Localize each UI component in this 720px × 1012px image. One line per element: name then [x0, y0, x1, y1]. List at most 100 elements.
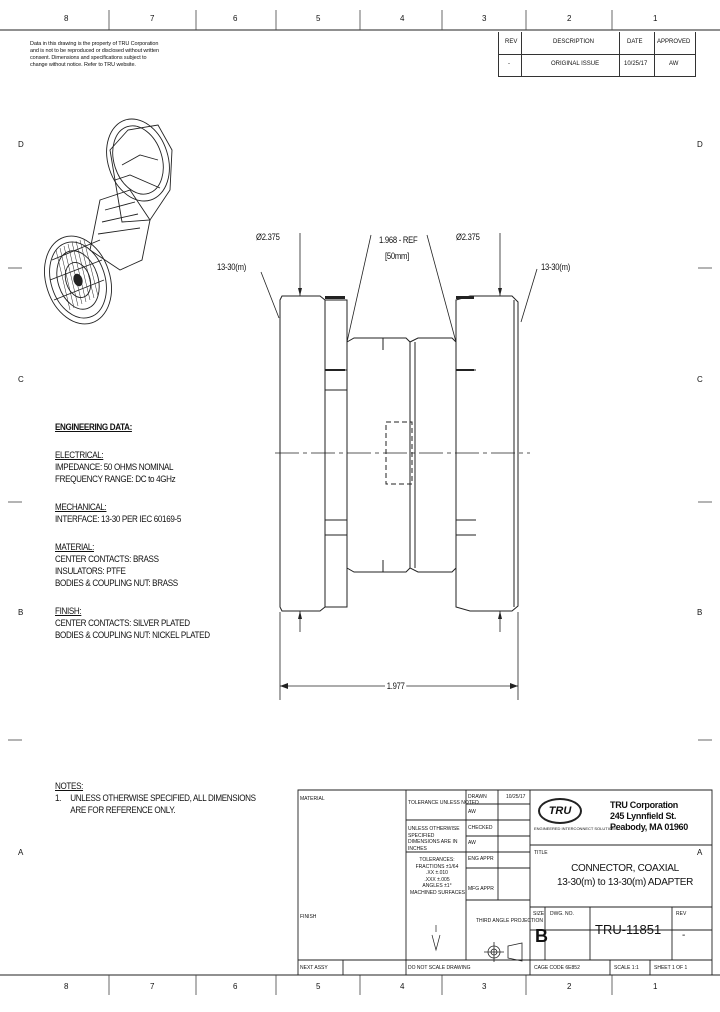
zone-row-a-right: A [697, 848, 703, 857]
bodies-finish: BODIES & COUPLING NUT: NICKEL PLATED [55, 630, 210, 641]
zone-col-6: 6 [233, 14, 238, 23]
tolerance-list: TOLERANCES: FRACTIONS ±1/64 .XX ±.010 .X… [410, 857, 466, 896]
notes-title: NOTES: [55, 781, 84, 792]
revision-block: REV DESCRIPTION DATE APPROVED - ORIGINAL… [498, 32, 696, 77]
connector-isometric-image [44, 118, 180, 325]
drawn-by: AW [468, 809, 476, 815]
notice-line: change without notice. Refer to TRU webs… [30, 62, 136, 68]
company-info: TRU Corporation 245 Lynnfield St. Peabod… [610, 800, 688, 833]
drawing-title-line-1: CONNECTOR, COAXIAL [571, 863, 679, 874]
dim-right-diameter: Ø2.375 [456, 232, 480, 242]
scale: SCALE 1:1 [614, 965, 639, 971]
tolerance-line: ANGLES ±1° [422, 883, 452, 889]
finish-label: FINISH [300, 914, 317, 920]
mfg-appr-label: MFG APPR [468, 886, 494, 892]
zone-row-c-right: C [697, 375, 703, 384]
dwg-no-label: DWG. NO. [550, 911, 574, 917]
material-label: MATERIAL [300, 796, 325, 802]
drawn-date: 10/25/17 [506, 794, 526, 800]
insulators: INSULATORS: PTFE [55, 566, 126, 577]
eng-appr-label: ENG APPR [468, 856, 494, 862]
frequency-range: FREQUENCY RANGE: DC to 4GHz [55, 474, 176, 485]
notice-line: Data in this drawing is the property of … [30, 41, 159, 47]
company-logo: TRU [538, 798, 582, 824]
zone-col-5-bottom: 5 [316, 982, 321, 991]
engineering-data: ENGINEERING DATA: ELECTRICAL: IMPEDANCE:… [55, 422, 276, 642]
zone-row-d-right: D [697, 140, 703, 149]
dim-center-mm: [50mm] [385, 251, 409, 261]
company-logo-text: TRU [548, 805, 572, 817]
company-address-1: 245 Lynnfield St. [610, 811, 677, 821]
zone-col-1: 1 [653, 14, 658, 23]
units-head: UNLESS OTHERWISE SPECIFIED DIMENSIONS AR… [408, 826, 460, 852]
zone-col-4: 4 [400, 14, 405, 23]
zone-row-d: D [18, 140, 24, 149]
zone-col-4-bottom: 4 [400, 982, 405, 991]
zone-col-6-bottom: 6 [233, 982, 238, 991]
zone-row-b: B [18, 608, 24, 617]
impedance: IMPEDANCE: 50 OHMS NOMINAL [55, 462, 174, 473]
notes: NOTES: 1. UNLESS OTHERWISE SPECIFIED, AL… [55, 781, 276, 817]
zone-row-c: C [18, 375, 24, 384]
cage-code: CAGE CODE 6E852 [534, 965, 580, 971]
rev-label: REV [676, 911, 687, 917]
tolerance-line: .XX ±.010 [426, 870, 448, 876]
note-text-2: ARE FOR REFERENCE ONLY. [70, 805, 176, 816]
checked-label: CHECKED [468, 825, 493, 831]
third-angle-label: THIRD ANGLE PROJECTION [476, 918, 543, 924]
tolerance-line: TOLERANCES: [419, 857, 455, 863]
zone-row-a: A [18, 848, 24, 857]
rev-value: - [508, 61, 510, 67]
material-title: MATERIAL: [55, 542, 94, 553]
finish-title: FINISH: [55, 606, 82, 617]
zone-col-8-bottom: 8 [64, 982, 69, 991]
zone-col-2: 2 [567, 14, 572, 23]
rev-value: - [682, 930, 686, 941]
title-label: TITLE [534, 850, 548, 856]
drawn-label: DRAWN [468, 794, 487, 800]
zone-col-7-bottom: 7 [150, 982, 155, 991]
dim-left-diameter: Ø2.375 [256, 232, 280, 242]
zone-col-3: 3 [482, 14, 487, 23]
size-label: SIZE [533, 911, 545, 917]
center-contacts-material: CENTER CONTACTS: BRASS [55, 554, 159, 565]
dim-center-length: 1.968 - REF [379, 235, 418, 245]
tolerance-line: .XXX ±.005 [424, 876, 450, 883]
dwg-no-value: TRU-11851 [595, 922, 662, 937]
note-text-1: UNLESS OTHERWISE SPECIFIED, ALL DIMENSIO… [70, 793, 256, 804]
sheet: SHEET 1 OF 1 [654, 965, 688, 971]
interface: INTERFACE: 13-30 PER IEC 60169-5 [55, 514, 182, 525]
company-name: TRU Corporation [610, 800, 678, 810]
tolerance-head: TOLERANCE UNLESS NOTED [408, 800, 479, 806]
notice-line: consent. Dimensions and specifications s… [30, 55, 147, 61]
notice-line: and is not to be reproduced or disclosed… [30, 48, 159, 54]
drawing-title: CONNECTOR, COAXIAL 13-30(m) to 13-30(m) … [540, 862, 710, 890]
description-value: ORIGINAL ISSUE [551, 61, 600, 67]
date-header: DATE [627, 39, 643, 45]
zone-col-7: 7 [150, 14, 155, 23]
zone-col-2-bottom: 2 [567, 982, 572, 991]
note-number: 1. [55, 793, 62, 804]
zone-col-8: 8 [64, 14, 69, 23]
bodies-material: BODIES & COUPLING NUT: BRASS [55, 578, 178, 589]
date-value: 10/25/17 [624, 61, 648, 67]
tolerance-line: FRACTIONS ±1/64 [415, 863, 459, 870]
proprietary-notice: Data in this drawing is the property of … [30, 41, 180, 69]
company-address-2: Peabody, MA 01960 [610, 822, 688, 832]
zone-col-3-bottom: 3 [482, 982, 487, 991]
next-assy-label: NEXT ASSY [300, 965, 328, 971]
zone-col-1-bottom: 1 [653, 982, 658, 991]
mechanical-title: MECHANICAL: [55, 502, 107, 513]
description-header: DESCRIPTION [553, 39, 595, 45]
center-contacts-finish: CENTER CONTACTS: SILVER PLATED [55, 618, 190, 629]
company-tagline: ENGINEERED INTERCONNECT SOLUTIONS [534, 826, 618, 831]
rev-header: REV [505, 39, 518, 45]
approved-header: APPROVED [657, 39, 691, 45]
tolerance-line: MACHINED SURFACES [410, 889, 466, 896]
approved-value: AW [669, 61, 679, 67]
electrical-title: ELECTRICAL: [55, 450, 104, 461]
size-value: B [535, 926, 548, 946]
zone-row-b-right: B [697, 608, 703, 617]
engineering-title: ENGINEERING DATA: [55, 422, 132, 433]
